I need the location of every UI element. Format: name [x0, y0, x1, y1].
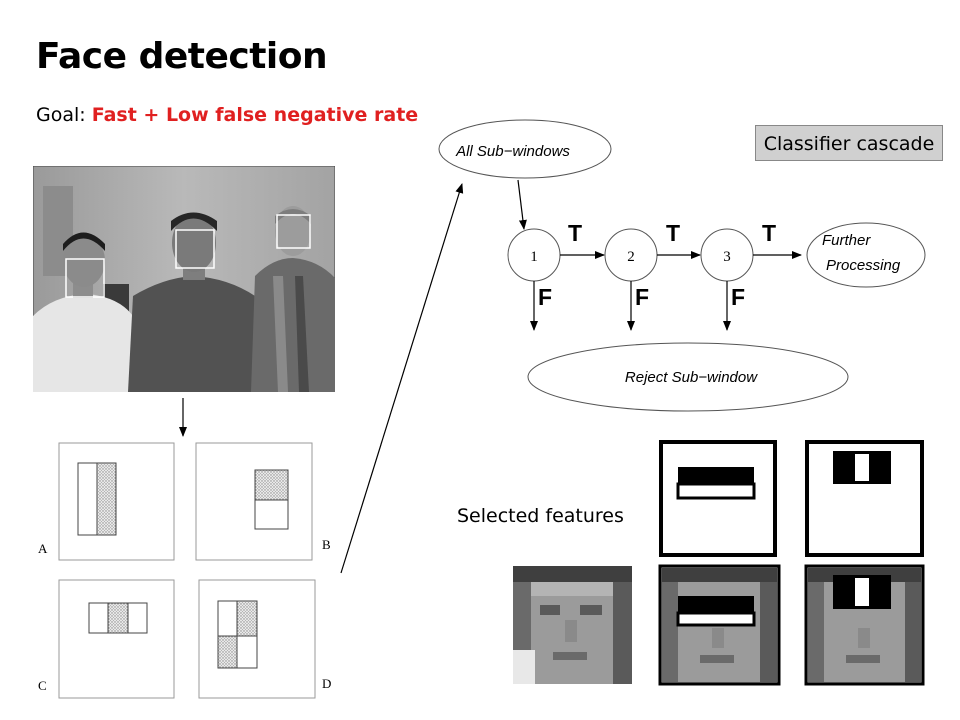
feature-panel-b — [195, 442, 313, 561]
cascade-output-node: Further Processing — [806, 222, 926, 288]
selected-features-label: Selected features — [457, 505, 624, 527]
feature-label-a: A — [38, 541, 48, 556]
goal-highlight: Fast + Low false negative rate — [91, 104, 419, 126]
feature-label-c: C — [38, 678, 47, 693]
feature-label-b: B — [322, 537, 331, 552]
cascade-stage-1: 1 — [507, 228, 561, 282]
true-label-2: T — [666, 220, 680, 246]
goal-prefix: Goal: — [36, 104, 92, 126]
goal-text: Goal: Fast + Low false negative rate — [36, 104, 418, 126]
output-label-line2: Processing — [826, 257, 901, 274]
output-label-line1: Further — [822, 232, 871, 249]
feature-panel-a — [58, 442, 175, 561]
group-photo — [33, 166, 335, 392]
face-crop-feature-2 — [804, 564, 925, 686]
selected-feature-2-template — [805, 440, 924, 557]
stage-2-label: 2 — [627, 249, 635, 265]
cascade-stage-2: 2 — [604, 228, 658, 282]
false-label-1: F — [538, 284, 552, 310]
false-label-3: F — [731, 284, 745, 310]
cascade-reject-node: Reject Sub−window — [527, 342, 849, 412]
selected-feature-1-template — [659, 440, 777, 557]
stage-3-label: 3 — [723, 249, 731, 265]
false-label-2: F — [635, 284, 649, 310]
classifier-cascade-badge: Classifier cascade — [755, 125, 943, 161]
face-crop-feature-1 — [658, 564, 781, 686]
feature-label-d: D — [322, 676, 331, 691]
stage-1-label: 1 — [530, 249, 538, 265]
cascade-stage-3: 3 — [700, 228, 754, 282]
input-to-stage1-arrow — [517, 179, 527, 230]
features-to-cascade-arrow — [340, 183, 464, 574]
face-crop-original — [513, 566, 632, 684]
true-label-3: T — [762, 220, 776, 246]
feature-panel-c — [58, 579, 175, 699]
cascade-input-node: All Sub−windows — [438, 119, 612, 179]
slide-title: Face detection — [36, 36, 328, 77]
true-label-1: T — [568, 220, 582, 246]
cascade-input-label: All Sub−windows — [455, 143, 570, 160]
reject-label: Reject Sub−window — [625, 369, 758, 386]
feature-panel-d — [198, 579, 316, 699]
